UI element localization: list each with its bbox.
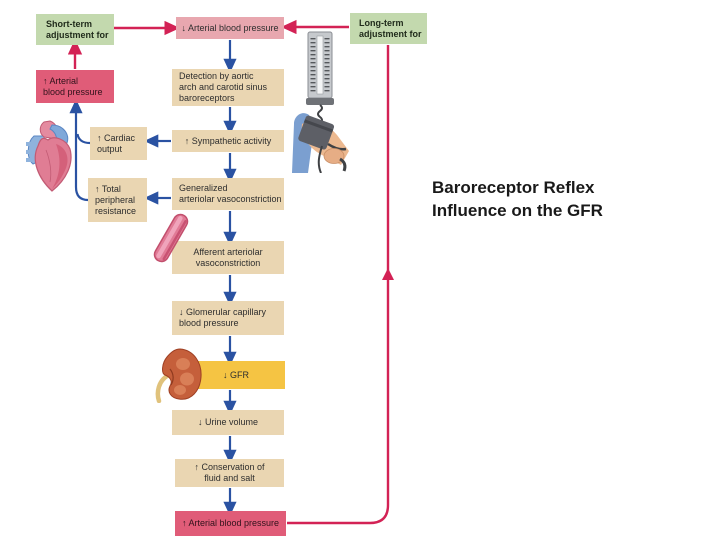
node-conservation-fluid-salt: ↑ Conservation of fluid and salt: [175, 459, 284, 487]
node-long-term-adjustment: Long-term adjustment for: [350, 13, 427, 44]
node-sympathetic-activity: ↑ Sympathetic activity: [172, 130, 284, 152]
heart-illustration: [26, 120, 72, 192]
node-increased-arterial-blood-pressure-left: ↑ Arterial blood pressure: [36, 70, 114, 103]
kidney-illustration: [155, 348, 202, 403]
node-gfr: ↓ GFR: [187, 361, 285, 389]
sphygmomanometer-illustration: [292, 31, 349, 173]
node-increased-arterial-blood-pressure-bottom: ↑ Arterial blood pressure: [175, 511, 286, 536]
node-cardiac-output: ↑ Cardiac output: [90, 127, 147, 160]
arteriole-illustration: [153, 213, 189, 263]
node-detection-baroreceptors: Detection by aortic arch and carotid sin…: [172, 69, 284, 106]
arrowhead-long-loop-up: [382, 268, 394, 280]
slide-title: Baroreceptor Reflex Influence on the GFR: [432, 178, 603, 220]
node-short-term-adjustment: Short-term adjustment for: [36, 14, 114, 45]
node-urine-volume: ↓ Urine volume: [172, 410, 284, 435]
node-generalized-vasoconstriction: Generalized arteriolar vasoconstriction: [172, 178, 284, 210]
node-afferent-vasoconstriction: Afferent arteriolar vasoconstriction: [172, 241, 284, 274]
node-decreased-arterial-blood-pressure: ↓ Arterial blood pressure: [176, 17, 284, 39]
node-total-peripheral-resistance: ↑ Total peripheral resistance: [88, 178, 147, 222]
node-glomerular-capillary-pressure: ↓ Glomerular capillary blood pressure: [172, 301, 284, 335]
